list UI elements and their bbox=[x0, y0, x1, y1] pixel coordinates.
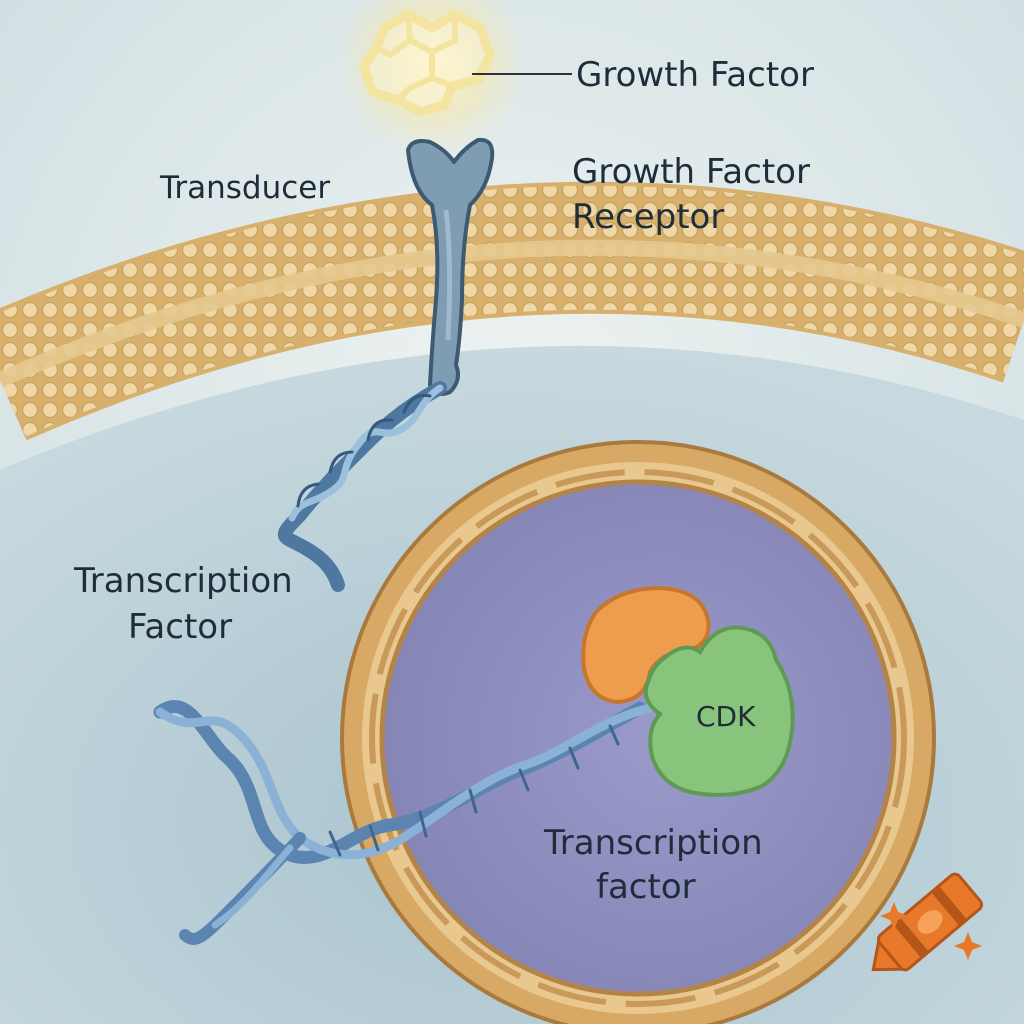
dna-strand bbox=[153, 700, 655, 945]
transcription-factor-inner-label-line2: factor bbox=[596, 867, 696, 907]
cell-membrane bbox=[0, 181, 1024, 441]
transcription-factor-outer-label-line1: Transcription bbox=[73, 561, 293, 601]
receptor-label-line1: Growth Factor bbox=[572, 152, 810, 192]
sparkle-icon bbox=[954, 932, 982, 960]
growth-factor-receptor bbox=[406, 137, 495, 396]
nucleus bbox=[340, 440, 936, 1024]
transducer-label: Transducer bbox=[159, 170, 330, 206]
transcription-factor-outer-label-line2: Factor bbox=[128, 607, 232, 647]
sparkle-icon bbox=[880, 902, 908, 930]
cdk-label: CDK bbox=[696, 700, 756, 733]
crayon-icon bbox=[871, 872, 984, 972]
cdk-protein bbox=[643, 625, 795, 797]
growth-factor-label: Growth Factor bbox=[576, 55, 814, 95]
transcription-factor-inner-label-line1: Transcription bbox=[543, 823, 763, 863]
growth-factor-molecule bbox=[337, 0, 527, 157]
transducer-coil bbox=[277, 381, 447, 592]
receptor-label-line2: Receptor bbox=[572, 197, 724, 237]
